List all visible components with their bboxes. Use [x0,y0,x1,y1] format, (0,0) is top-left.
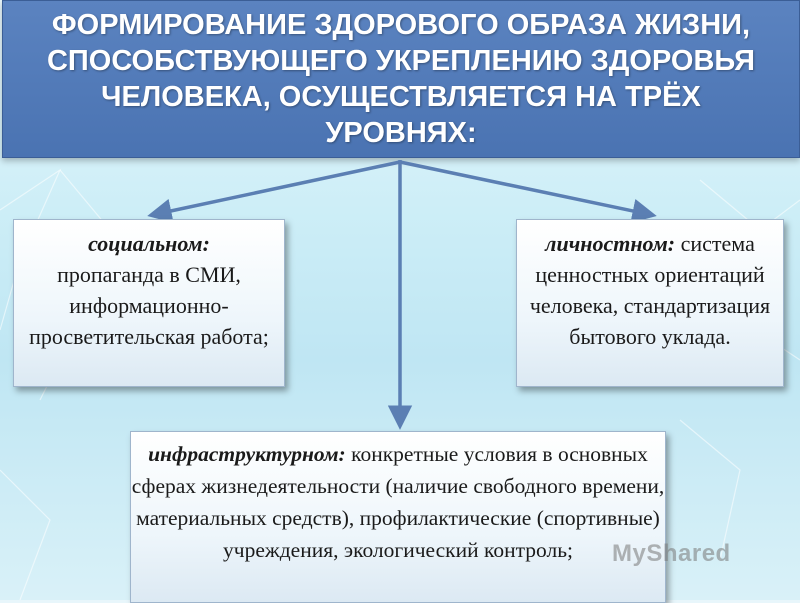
watermark-logo: MyShared [612,540,731,567]
page-title: ФОРМИРОВАНИЕ ЗДОРОВОГО ОБРАЗА ЖИЗНИ, СПО… [46,9,755,149]
level-infrastructure-text: конкретные условия в основных сферах жиз… [131,442,665,562]
level-social-text: пропаганда в СМИ, информационно-просвети… [29,262,269,349]
level-personal-box: личностном: система ценностных ориентаци… [516,219,784,387]
title-banner: ФОРМИРОВАНИЕ ЗДОРОВОГО ОБРАЗА ЖИЗНИ, СПО… [2,0,800,158]
level-personal-title: личностном: [545,231,681,256]
level-social-box: социальном: пропаганда в СМИ, информацио… [13,219,285,387]
level-infrastructure-title: инфраструктурном: [148,442,352,466]
level-infrastructure-box: инфраструктурном: конкретные условия в о… [130,431,666,603]
level-personal-text: система ценностных ориентаций человека, … [529,231,771,349]
level-social-title: социальном: [88,231,210,256]
